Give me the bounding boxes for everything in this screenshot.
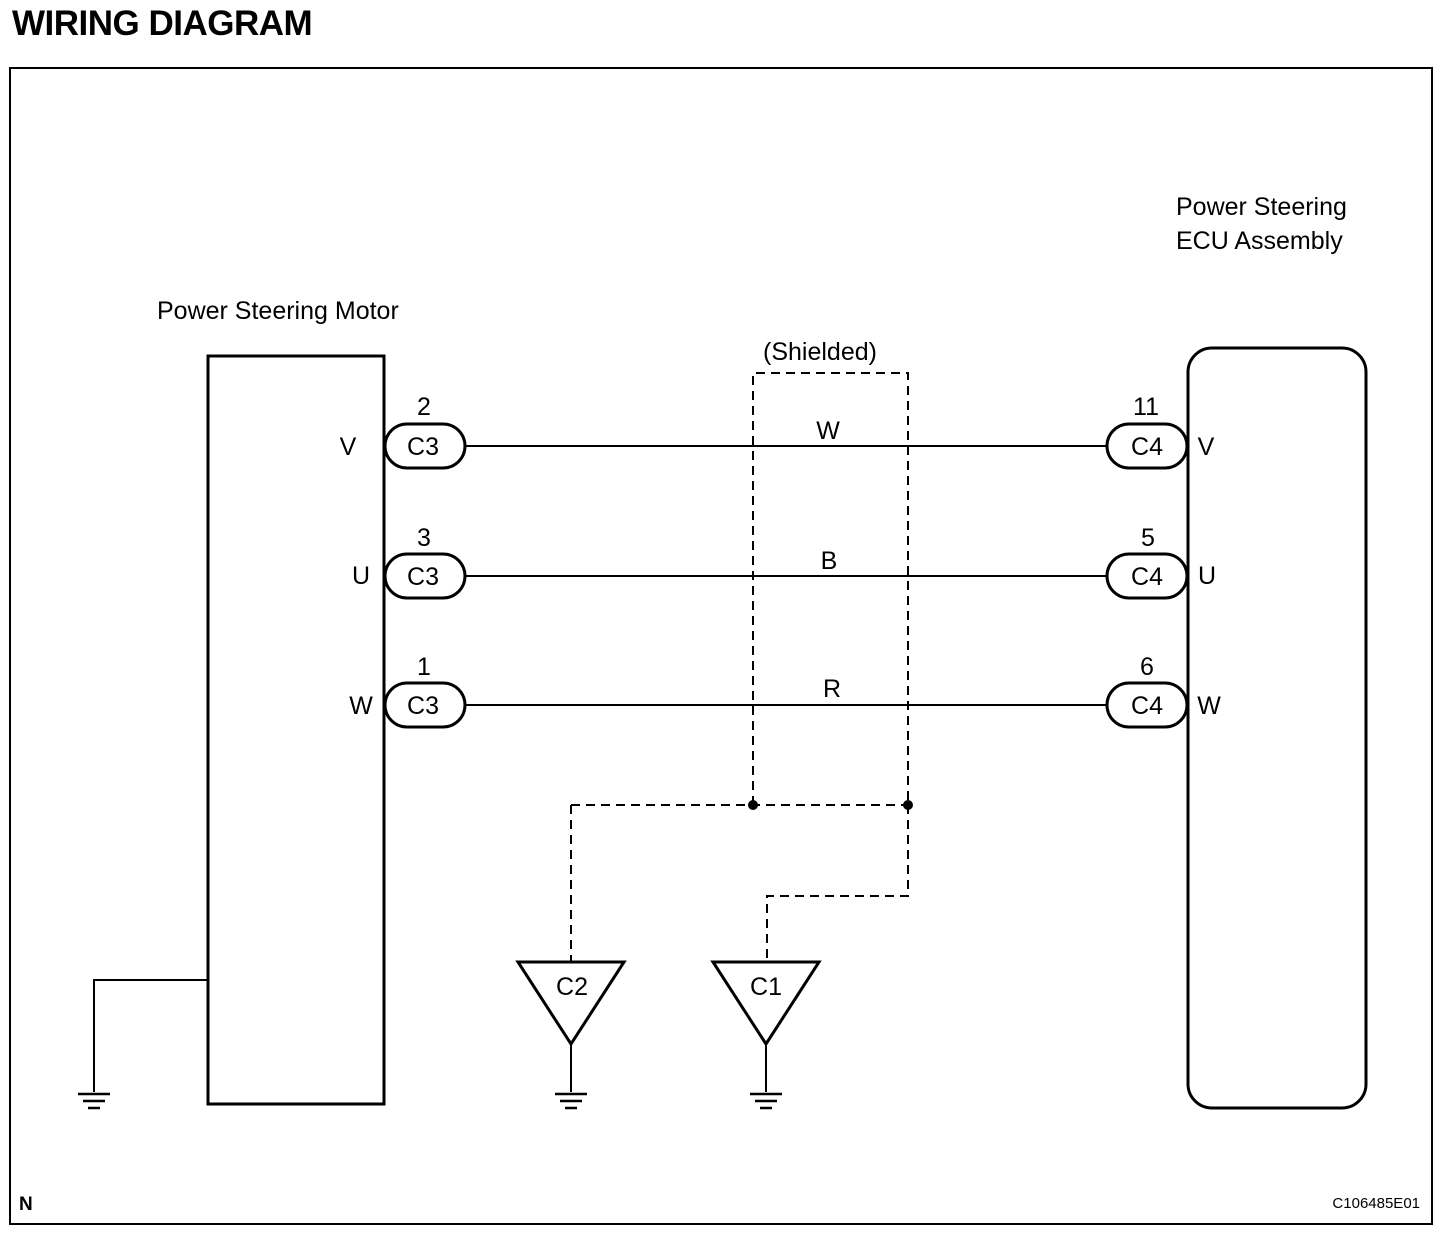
motor-pin-number: 2 xyxy=(417,393,431,421)
wire-w: W 1 C3 R 6 C4 W xyxy=(349,653,1221,729)
motor-connector-label: C3 xyxy=(407,433,439,461)
motor-ground-icon xyxy=(78,1092,110,1110)
ecu-terminal-v: V xyxy=(1198,433,1215,461)
ecu-pin-number: 11 xyxy=(1133,393,1159,421)
ecu-pin-number: 6 xyxy=(1140,653,1154,681)
motor-label: Power Steering Motor xyxy=(157,297,399,325)
wire-u: U 3 C3 B 5 C4 U xyxy=(352,524,1216,600)
ecu-label-line2: ECU Assembly xyxy=(1176,227,1343,255)
shield-splice-left xyxy=(748,800,758,810)
wire-color-label: W xyxy=(816,417,840,445)
motor-terminal-w: W xyxy=(349,692,373,720)
motor-ground-wire xyxy=(93,979,208,1092)
ecu-pin-number: 5 xyxy=(1141,524,1155,552)
motor-box xyxy=(206,354,386,1106)
motor-connector-label: C3 xyxy=(407,563,439,591)
ecu-label-line1: Power Steering xyxy=(1176,193,1347,221)
motor-terminal-u: U xyxy=(352,562,370,590)
ground-point-label: C2 xyxy=(556,973,588,1001)
ground-point-triangle xyxy=(710,960,822,1047)
footer-left-mark: N xyxy=(19,1194,33,1215)
ground-point-c2: C2 xyxy=(515,960,627,1110)
diagram-frame xyxy=(9,67,1433,1225)
motor-terminal-v: V xyxy=(340,433,357,461)
ecu-connector xyxy=(1105,552,1189,600)
ecu-terminal-w: W xyxy=(1197,692,1221,720)
motor-pin-number: 3 xyxy=(417,524,431,552)
ecu-connector xyxy=(1105,422,1189,470)
ground-point-label: C1 xyxy=(750,973,782,1001)
shield-label: (Shielded) xyxy=(763,338,877,366)
ground-point-c1: C1 xyxy=(710,960,822,1110)
shield-splice-right xyxy=(903,800,913,810)
page-title: WIRING DIAGRAM xyxy=(12,4,313,43)
ecu-box xyxy=(1186,346,1368,1110)
ecu-connector-label: C4 xyxy=(1131,433,1163,461)
shield-lines xyxy=(570,372,909,962)
ground-icon xyxy=(750,1092,782,1110)
ecu-connector-label: C4 xyxy=(1131,692,1163,720)
motor-pin-number: 1 xyxy=(417,653,431,681)
ground-point-triangle xyxy=(515,960,627,1047)
wire-color-label: R xyxy=(823,675,841,703)
ground-icon xyxy=(555,1092,587,1110)
ecu-connector xyxy=(1105,681,1189,729)
wire-v: V 2 C3 W 11 C4 V xyxy=(340,393,1215,470)
motor-connector-label: C3 xyxy=(407,692,439,720)
figure-code: C106485E01 xyxy=(1332,1195,1420,1212)
ecu-connector-label: C4 xyxy=(1131,563,1163,591)
ecu-terminal-u: U xyxy=(1198,562,1216,590)
wire-color-label: B xyxy=(821,547,838,575)
